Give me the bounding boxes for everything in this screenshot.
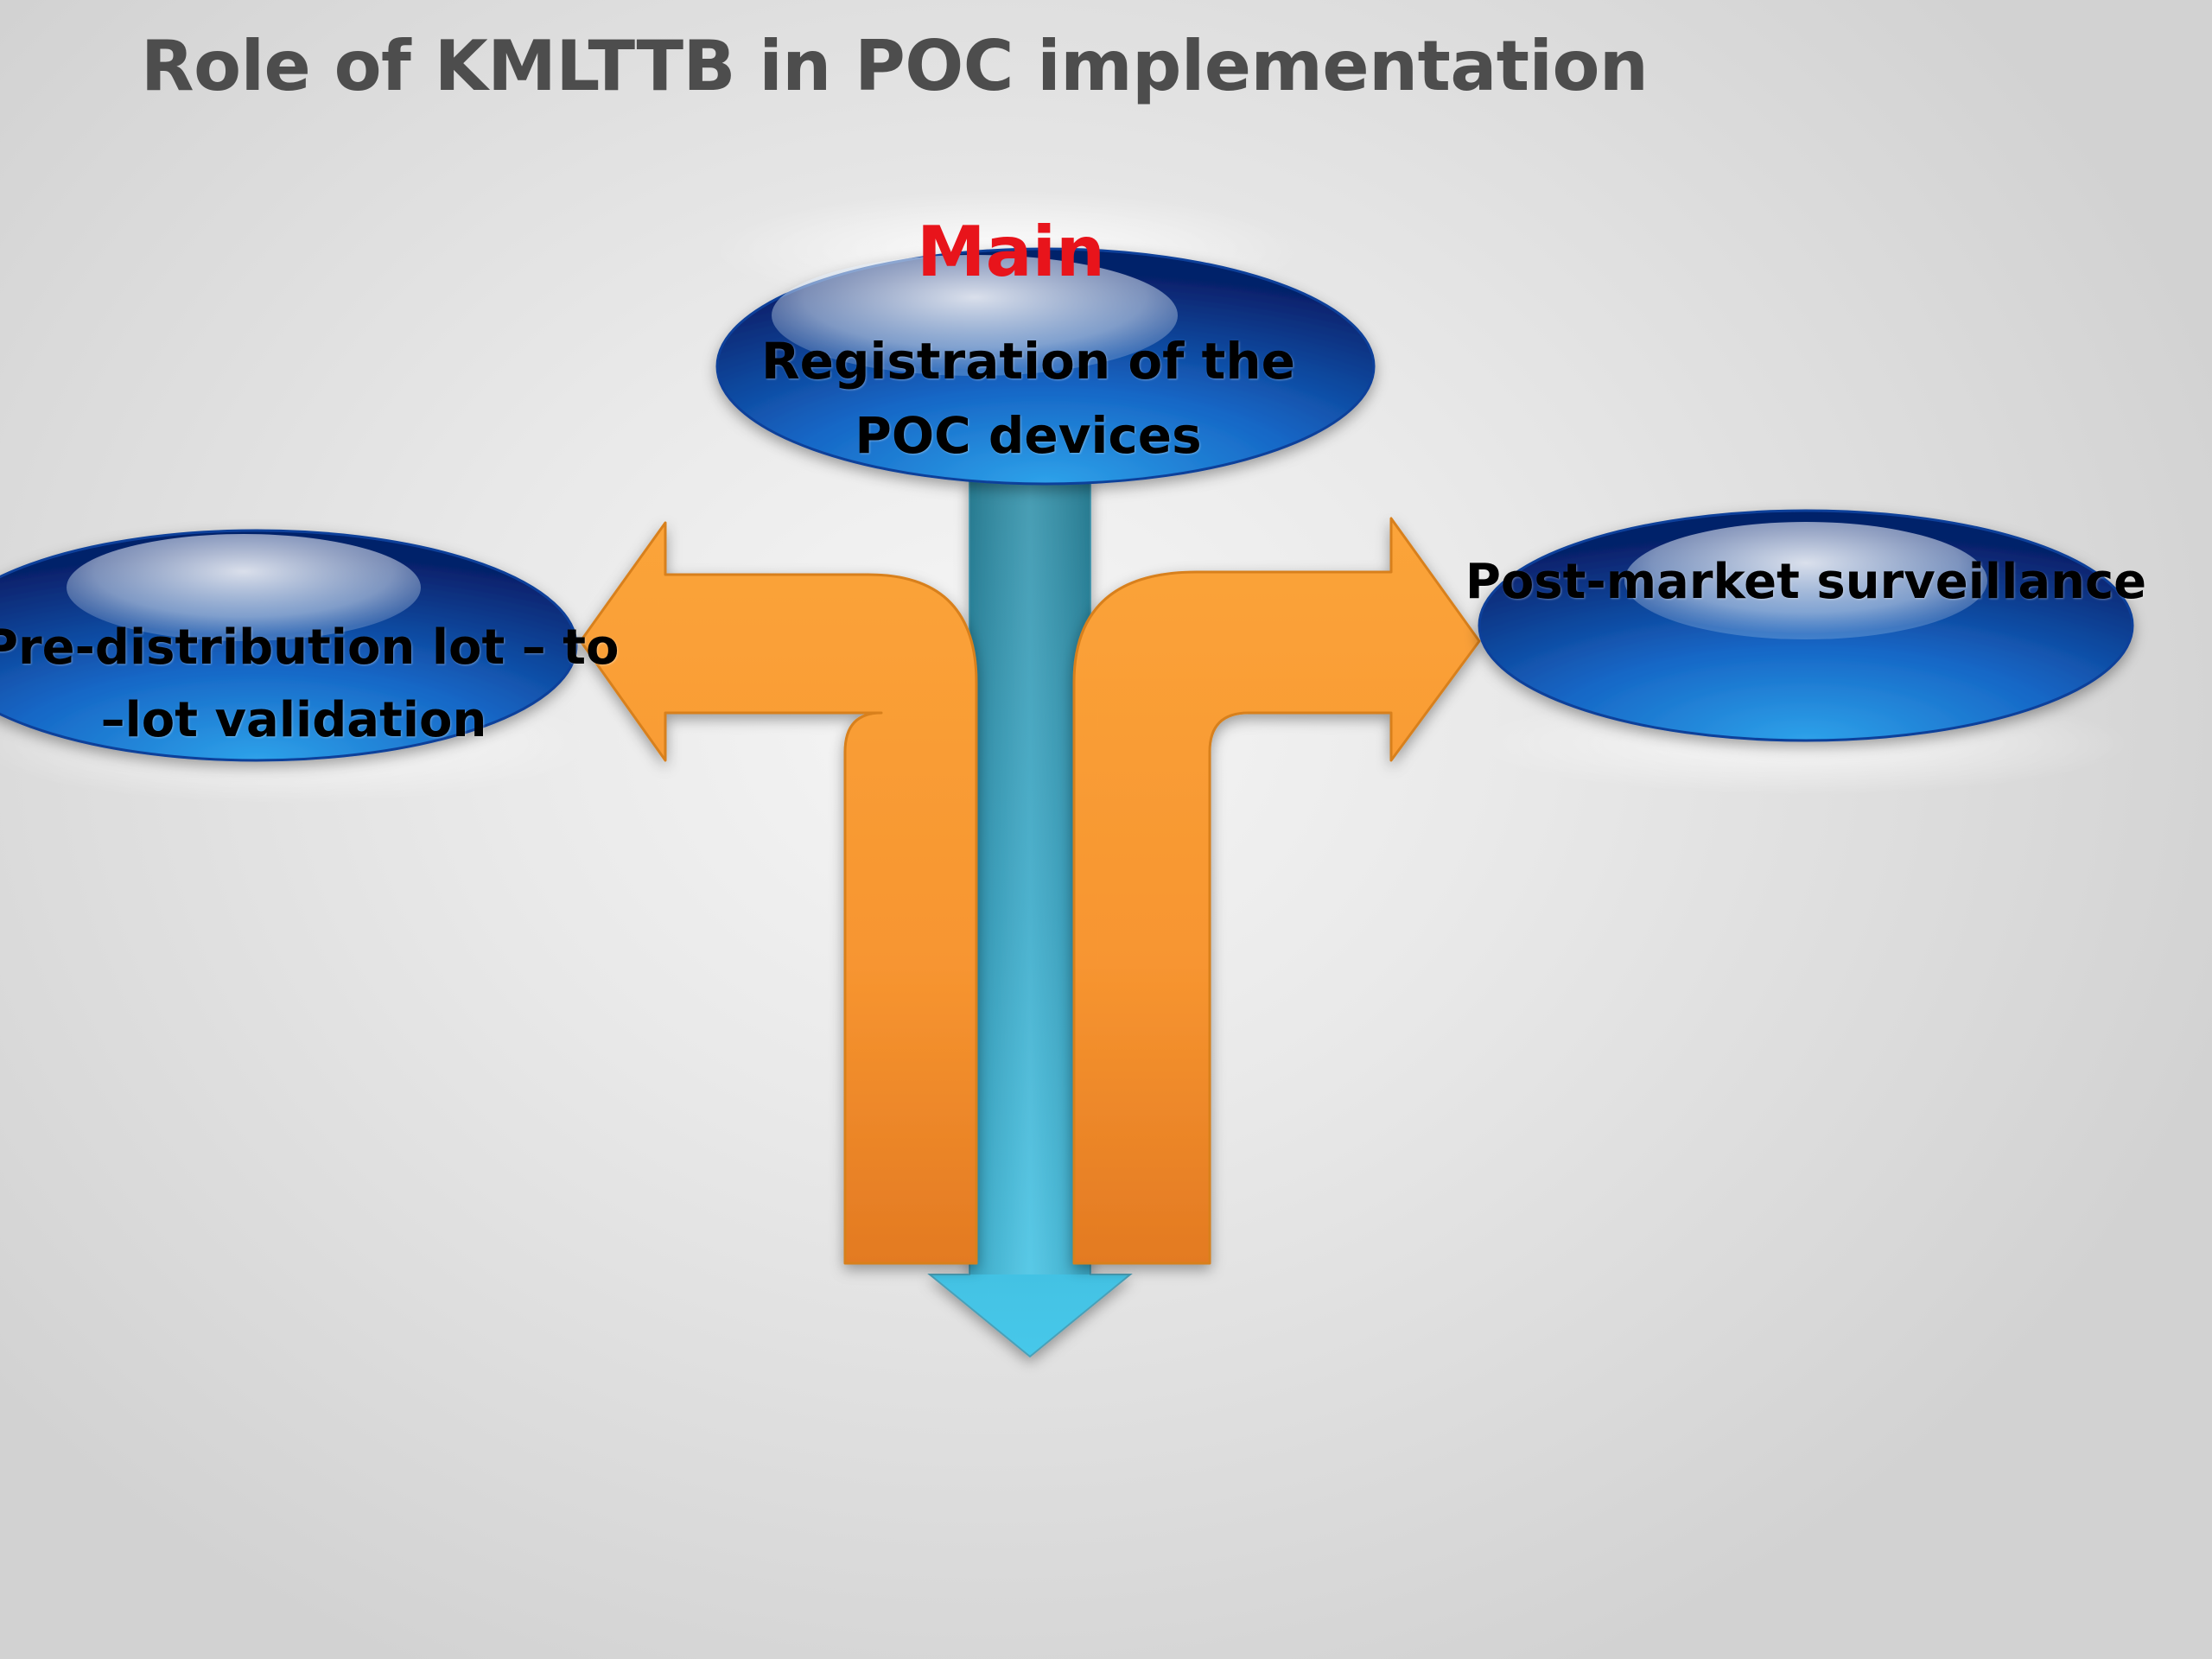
center-node-line-1: Registration of the bbox=[761, 332, 1295, 391]
center-node-label: Registration of the POC devices bbox=[726, 324, 1331, 473]
right-node-label: Post-market surveillance bbox=[1460, 546, 2152, 619]
left-turn-arrow bbox=[579, 521, 978, 1265]
center-node bbox=[715, 247, 1376, 486]
slide-title: Role of KMLTTB in POC implementation bbox=[141, 26, 1649, 106]
left-node-line-2: –lot validation bbox=[100, 692, 487, 748]
center-node-line-2: POC devices bbox=[855, 406, 1202, 465]
left-node-line-1: Pre-distribution lot – to bbox=[0, 620, 620, 676]
right-turn-arrow bbox=[1072, 517, 1481, 1265]
right-node bbox=[1478, 509, 2134, 742]
right-node-line-1: Post-market surveillance bbox=[1465, 554, 2147, 610]
left-node bbox=[0, 529, 578, 762]
main-tag-label: Main bbox=[917, 212, 1105, 292]
left-node-label: Pre-distribution lot – to –lot validatio… bbox=[0, 612, 620, 757]
